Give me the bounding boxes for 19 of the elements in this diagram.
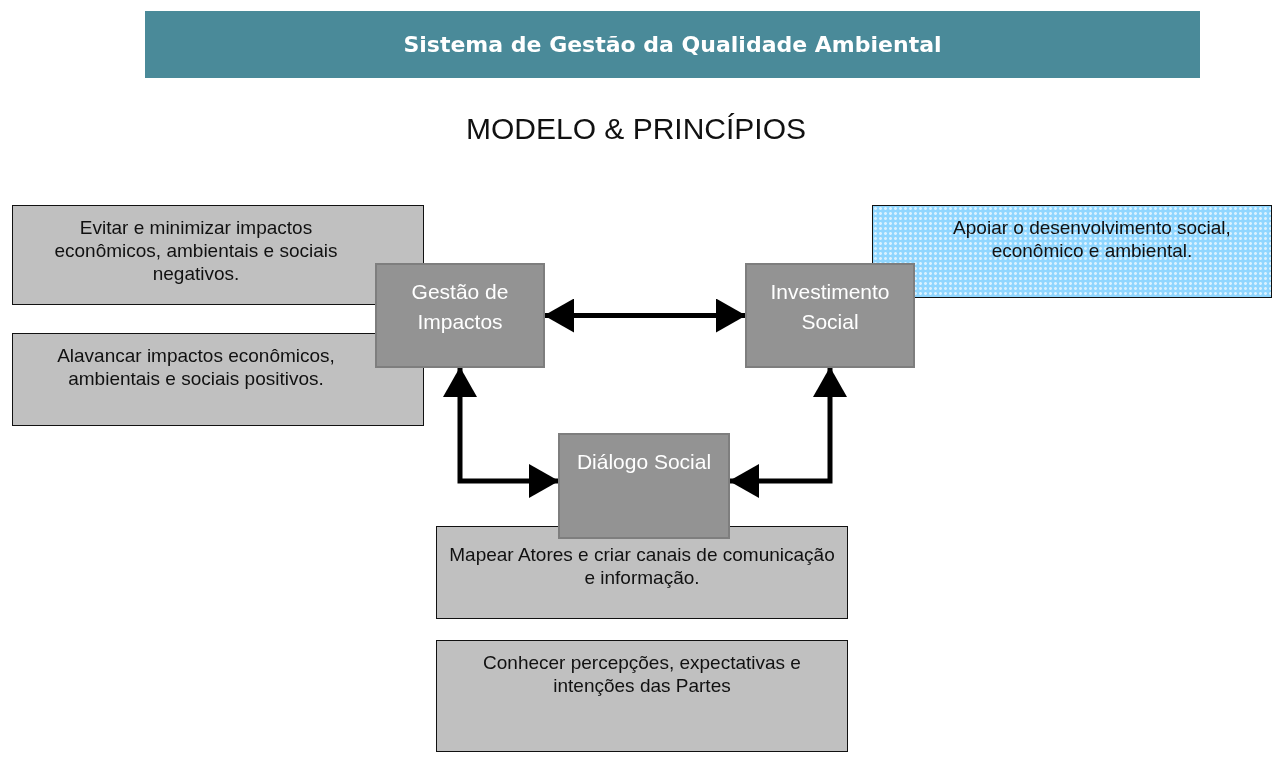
process-box: [745, 263, 915, 368]
box-text: Gestão de Impactos: [410, 279, 510, 335]
note-box: [12, 333, 424, 426]
note-box: [436, 640, 848, 752]
double-arrow: [729, 367, 847, 498]
box-text: Conhecer percepções, expectativas e intenções das Partes: [482, 651, 802, 697]
title-banner: Sistema de Gestão da Qualidade Ambiental: [145, 11, 1200, 78]
box-text: Evitar e minimizar impactos econômicos, ambientais e sociais negativos.: [53, 216, 339, 285]
process-box: [375, 263, 545, 368]
box-text: Mapear Atores e criar canais de comunicação e informação.: [448, 543, 836, 589]
subtitle: MODELO & PRINCÍPIOS: [464, 112, 808, 146]
process-box: [558, 433, 730, 539]
double-arrow: [544, 298, 746, 333]
box-text: Diálogo Social: [576, 449, 712, 475]
note-box: [436, 526, 848, 619]
box-text: Investimento Social: [769, 279, 891, 335]
box-text: Apoiar o desenvolvimento social, econômico e ambiental.: [952, 216, 1232, 262]
double-arrow: [443, 367, 559, 498]
box-text: Alavancar impactos econômicos, ambientais e sociais positivos.: [56, 344, 336, 390]
